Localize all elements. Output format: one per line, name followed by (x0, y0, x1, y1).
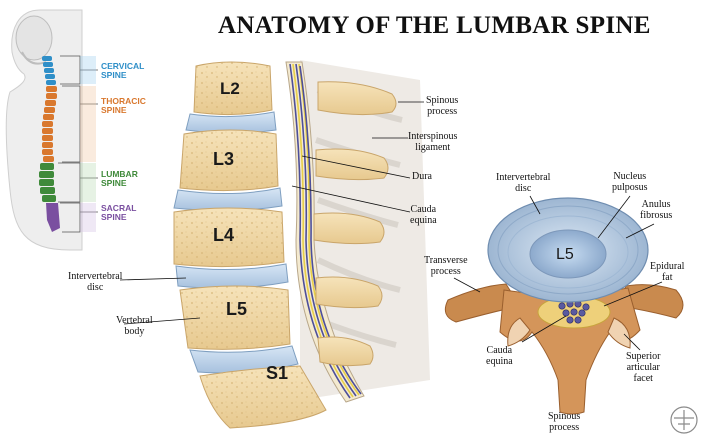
transverse-process-right (617, 284, 684, 319)
axial-vertebra-label: L5 (556, 246, 574, 263)
transverse-process-left (444, 283, 521, 323)
vertebra-label-l4: L4 (213, 225, 235, 245)
logo-mark (670, 406, 698, 434)
superior-articular-facet (607, 317, 631, 349)
vertebra-label-l3: L3 (213, 149, 235, 169)
facet-left (507, 317, 531, 347)
nucleus-pulposus (529, 229, 607, 279)
sagittal-section (119, 60, 430, 429)
spinous-process-5 (317, 336, 374, 367)
spinous-process-3 (313, 212, 385, 245)
vertebra-label-l2: L2 (220, 79, 240, 98)
sagittal-leaders (119, 101, 424, 325)
region-brackets (58, 55, 98, 233)
spine-column (39, 56, 60, 232)
skeleton-figure (5, 9, 98, 251)
spinous-process-2 (315, 148, 389, 181)
label-dura: Dura (412, 171, 432, 182)
axial-section (444, 195, 684, 415)
vertebra-label-l5: L5 (226, 299, 248, 319)
disc-l3-l4 (173, 187, 283, 212)
skull (15, 15, 53, 61)
dura-sac (285, 61, 365, 403)
disc-l4-l5 (175, 263, 289, 289)
jaw (21, 51, 47, 65)
spinous-process-1 (317, 81, 397, 116)
page-title: ANATOMY OF THE LUMBAR SPINE (218, 12, 651, 39)
axial-leaders (453, 195, 663, 351)
vertebra-label-s1: S1 (266, 363, 289, 383)
region-bands (80, 56, 96, 232)
spinous-process-4 (315, 276, 383, 309)
